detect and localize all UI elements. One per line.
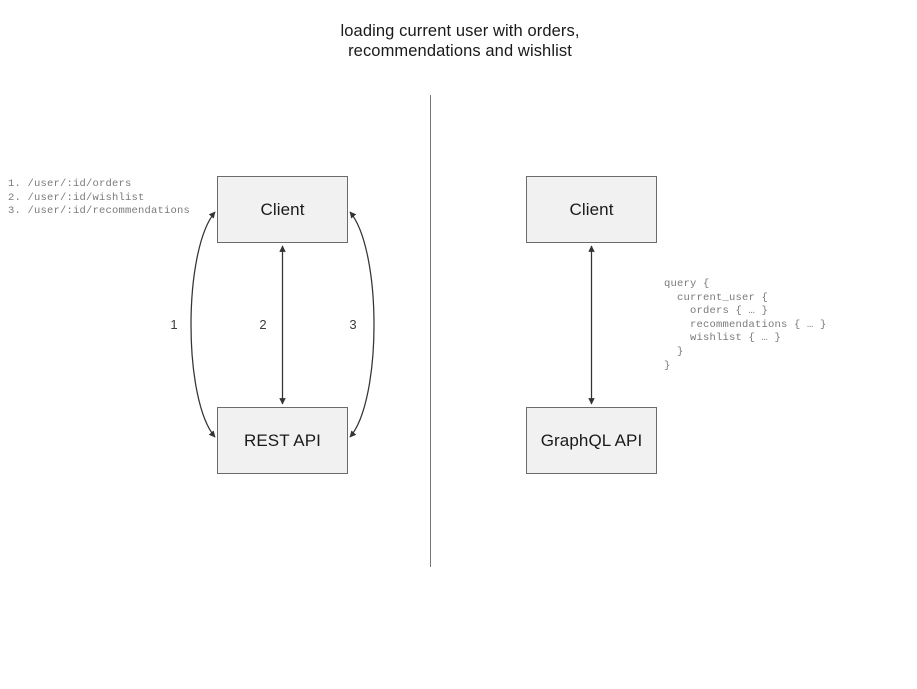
page-title: loading current user with orders, recomm…: [340, 22, 580, 60]
vertical-divider: [430, 95, 432, 567]
edge-label-2: 2: [259, 317, 267, 332]
edge-label-1: 1: [170, 317, 178, 332]
node-graphql-api[interactable]: GraphQL API: [526, 407, 657, 474]
edge-label-3: 3: [349, 317, 357, 332]
edge-1-curve: [190, 211, 216, 438]
node-graphql-client[interactable]: Client: [526, 176, 657, 243]
graphql-query-annotation: query { current_user { orders { … } reco…: [664, 278, 827, 372]
rest-endpoints-annotation: 1. /user/:id/orders 2. /user/:id/wishlis…: [8, 178, 191, 218]
node-rest-client[interactable]: Client: [217, 176, 348, 243]
node-rest-api[interactable]: REST API: [217, 407, 348, 474]
